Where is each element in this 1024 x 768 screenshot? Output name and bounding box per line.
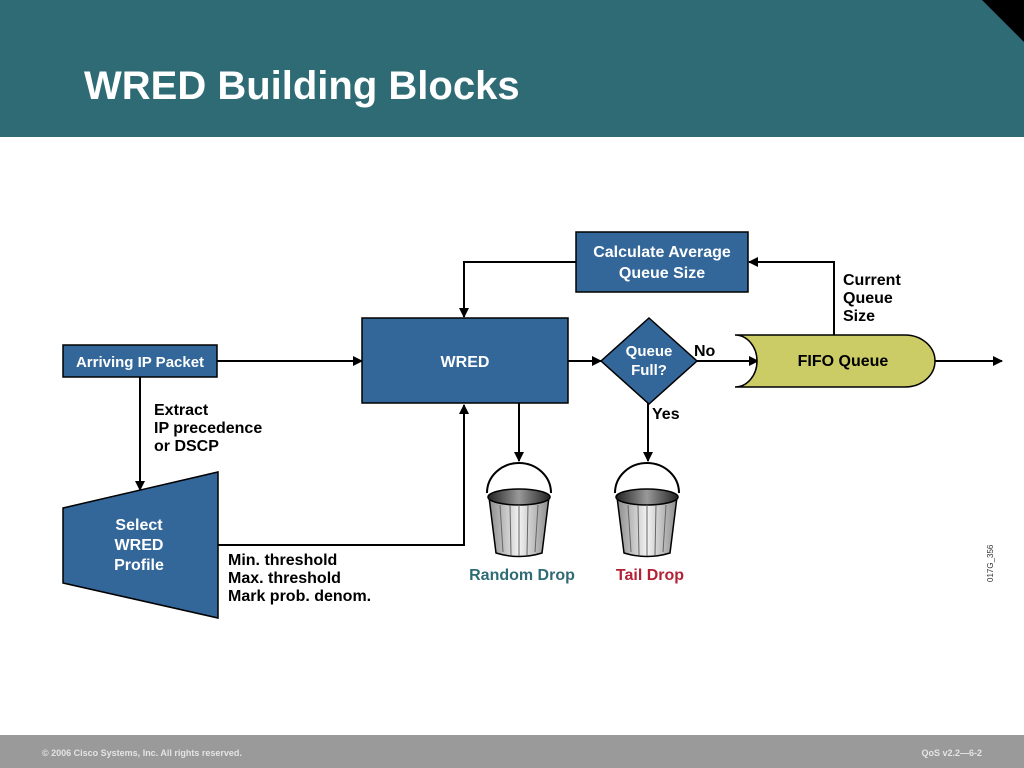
tail-drop-bucket-icon: [614, 462, 680, 558]
extract-line-3: or DSCP: [154, 438, 219, 455]
extract-line-2: IP precedence: [154, 420, 262, 437]
queue-full-decision: Queue Full?: [599, 316, 699, 406]
queue-full-line-1: Queue: [626, 343, 673, 360]
no-label: No: [694, 343, 716, 360]
calc-average-line-2: Queue Size: [619, 265, 705, 282]
wred-box: WRED: [361, 317, 569, 404]
arrow-size-to-calc: [748, 257, 835, 335]
current-queue-size-label: Current Queue Size: [843, 272, 901, 325]
queue-full-line-2: Full?: [631, 362, 667, 379]
select-profile-line-1: Select: [115, 517, 163, 534]
wred-label: WRED: [441, 354, 490, 371]
yes-label: Yes: [652, 406, 680, 423]
threshold-line-3: Mark prob. denom.: [228, 588, 371, 605]
arriving-packet-label: Arriving IP Packet: [76, 354, 204, 371]
slide-title: WRED Building Blocks: [84, 64, 520, 108]
arrow-calc-to-wred: [459, 261, 576, 318]
current-queue-size-line-3: Size: [843, 308, 875, 325]
current-queue-size-line-2: Queue: [843, 290, 893, 307]
tail-drop-label: Tail Drop: [616, 567, 684, 584]
fifo-queue-shape: FIFO Queue: [734, 334, 936, 388]
connectors: [135, 257, 1003, 546]
slide-footer: © 2006 Cisco Systems, Inc. All rights re…: [0, 735, 1024, 768]
select-profile-line-2: WRED: [115, 537, 164, 554]
threshold-line-2: Max. threshold: [228, 570, 341, 587]
corner-decoration: [982, 0, 1024, 42]
calc-average-line-1: Calculate Average: [593, 244, 731, 261]
fifo-queue-label: FIFO Queue: [798, 353, 889, 370]
extract-line-1: Extract: [154, 402, 209, 419]
figure-code: 017G_356: [986, 544, 995, 582]
arrow-profile-to-wred: [218, 404, 469, 546]
select-profile-shape: Select WRED Profile: [62, 471, 219, 619]
current-queue-size-line-1: Current: [843, 272, 901, 289]
slide-header: [0, 0, 1024, 137]
random-drop-label: Random Drop: [469, 567, 575, 584]
arriving-packet-box: Arriving IP Packet: [62, 344, 218, 378]
extract-label: Extract IP precedence or DSCP: [154, 402, 262, 455]
threshold-line-1: Min. threshold: [228, 552, 337, 569]
copyright-text: © 2006 Cisco Systems, Inc. All rights re…: [42, 748, 242, 758]
select-profile-line-3: Profile: [114, 557, 164, 574]
thresholds-label: Min. threshold Max. threshold Mark prob.…: [228, 552, 371, 605]
course-code: QoS v2.2—6-2: [921, 748, 982, 758]
random-drop-bucket-icon: [486, 462, 552, 558]
calc-average-box: Calculate Average Queue Size: [575, 231, 749, 293]
